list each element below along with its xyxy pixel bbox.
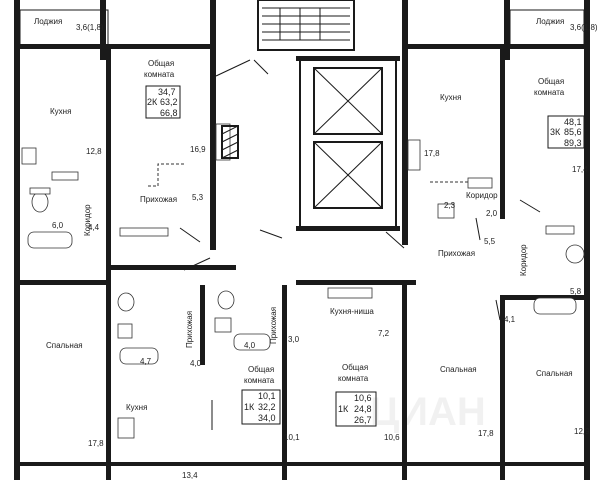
unit-1k-b-total: 24,8 [354,404,372,414]
hall-label-right: Прихожая [438,249,475,258]
kitchen-label-bottom: Кухня [126,403,147,412]
kitchen-label-left: Кухня [50,107,71,116]
area-4-0-a: 4,0 [190,359,202,368]
area-10-6: 10,6 [384,433,400,442]
unit-1k-a-total: 32,2 [258,402,276,412]
unit-1k-b-type: 1К [338,404,349,414]
area-4-0-b: 4,0 [244,341,256,350]
doors [179,59,541,430]
area-7-2: 7,2 [378,329,390,338]
unit-1k-b-with-loggia: 26,7 [354,415,372,425]
unit-2k-with-loggia: 66,8 [160,108,178,118]
area-5-8: 5,8 [570,287,582,296]
unit-1k-b-living: 10,6 [354,393,372,403]
common-room-1k-label-1: Общая [248,365,274,374]
hall-label-vertical-2: Прихожая [269,307,278,344]
unit-3k-with-loggia: 89,3 [564,138,582,148]
area-12-8: 12,8 [86,147,102,156]
area-13-4: 13,4 [182,471,198,480]
unit-1k-a-living: 10,1 [258,391,276,401]
common-room-label-2: комната [144,70,175,79]
area-17-4: 17,4 [572,165,588,174]
common-room-1k-label-2: комната [244,376,275,385]
loggia-right-label: Лоджия [536,17,564,26]
staircase [262,7,350,41]
hall-label-vertical: Прихожая [185,311,194,348]
loggia-right-area: 3,6(1,8) [570,23,598,32]
unit-summaries: 34,7 2К 63,2 66,8 48,1 3К 85,6 89,3 10,1… [147,87,582,425]
hall-label-left: Прихожая [140,195,177,204]
common-room-label-1: Общая [148,59,174,68]
unit-3k-living: 48,1 [564,117,582,127]
walls [14,0,590,480]
area-10-1: 10,1 [284,433,300,442]
unit-3k-total: 85,6 [564,127,582,137]
common-room-1k-b-label-2: комната [338,374,369,383]
ventilation-duct [221,125,239,159]
area-16-9: 16,9 [190,145,206,154]
area-17-8-bottom-left: 17,8 [88,439,104,448]
area-4-7: 4,7 [140,357,152,366]
unit-2k-type: 2К [147,97,158,107]
common-room-1k-b-label-1: Общая [342,363,368,372]
area-5-5: 5,5 [484,237,496,246]
room-areas: 12,8 16,9 5,3 6,0 4,4 17,8 17,4 2,3 2,0 … [52,145,590,480]
unit-3k-type: 3К [550,127,561,137]
area-17-8-bottom-right: 17,8 [478,429,494,438]
area-4-1: 4,1 [504,315,516,324]
unit-1k-a-type: 1К [244,402,255,412]
area-3-0: 3,0 [288,335,300,344]
area-2-3: 2,3 [444,201,456,210]
elevator-shafts [313,67,383,209]
unit-2k-total: 63,2 [160,97,178,107]
watermark: ЦИАН [370,390,486,434]
area-6-0: 6,0 [52,221,64,230]
kitchen-label-right: Кухня [440,93,461,102]
common-room-right-label-2: комната [534,88,565,97]
bedroom-label-right: Спальная [536,369,573,378]
loggia-left-label: Лоджия [34,17,62,26]
area-2-0: 2,0 [486,209,498,218]
unit-2k-living: 34,7 [158,87,176,97]
area-4-4: 4,4 [88,223,100,232]
corridor-label-left: Коридор [83,204,92,236]
area-5-3: 5,3 [192,193,204,202]
corridor-label-right: Коридор [466,191,498,200]
loggia-left-area: 3,6(1,8) [76,23,104,32]
bedroom-label-mid: Спальная [440,365,477,374]
sanitary-fixtures [21,123,585,439]
bedroom-label-left: Спальная [46,341,83,350]
area-12-9: 12,9 [574,427,590,436]
common-room-right-label-1: Общая [538,77,564,86]
unit-1k-a-with-loggia: 34,0 [258,413,276,423]
kitchen-niche-label: Кухня-ниша [330,307,374,316]
room-labels: Лоджия 3,6(1,8) Лоджия 3,6(1,8) Общая ко… [34,17,598,412]
area-17-8-top: 17,8 [424,149,440,158]
corridor-label-right-vertical: Коридор [519,244,528,276]
